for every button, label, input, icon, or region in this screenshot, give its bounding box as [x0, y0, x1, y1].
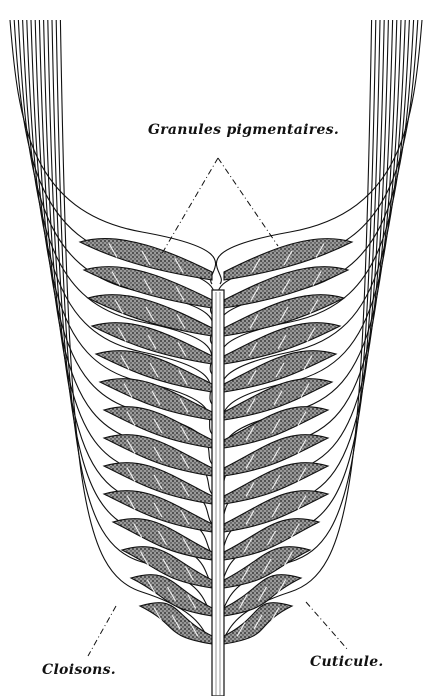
label-cloisons: Cloisons.: [42, 662, 116, 678]
leader-line-cuticule: [306, 602, 348, 650]
label-granules-pigmentaires: Granules pigmentaires.: [148, 122, 339, 138]
leader-line-granules-right: [218, 158, 278, 246]
leader-line-granules-left: [157, 158, 218, 262]
leader-line-cloisons: [88, 606, 116, 656]
rachis: [212, 290, 224, 696]
label-cuticule: Cuticule.: [310, 654, 384, 670]
barbules-right: [224, 239, 352, 644]
barbules-left: [80, 239, 212, 644]
